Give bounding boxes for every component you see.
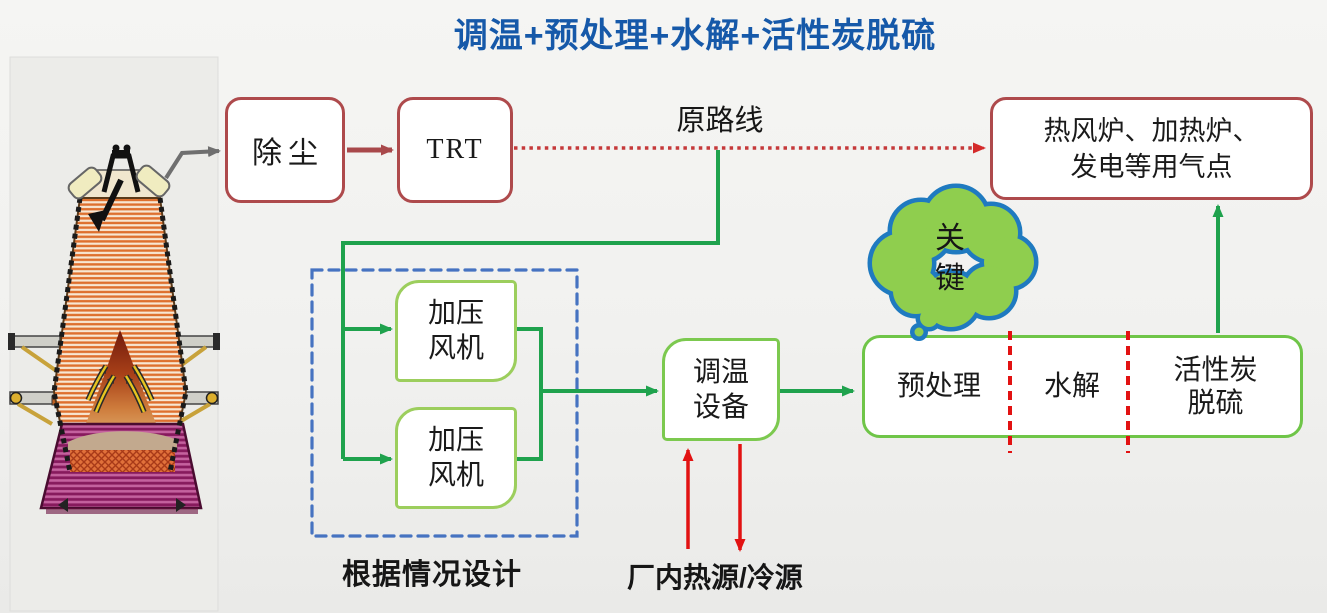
- treatment-process-box: 预处理 水解 活性炭 脱硫: [862, 335, 1303, 438]
- original-route-label: 原路线: [676, 105, 764, 137]
- pretreatment-section: 预处理: [896, 371, 981, 402]
- plant-heat-cold-source-label: 厂内热源/冷源: [627, 562, 803, 593]
- dust-removal-box: 除尘: [225, 97, 345, 203]
- pressurized-fan-box-1: 加压 风机: [395, 280, 517, 382]
- gas-users-box: 热风炉、加热炉、 发电等用气点: [990, 97, 1313, 200]
- activated-carbon-desulfurization-section: 活性炭 脱硫: [1173, 354, 1258, 419]
- trt-box: TRT: [397, 97, 513, 203]
- pressurized-fan-box-2: 加压 风机: [395, 407, 517, 509]
- furnace-gas-pipe-arrow: [164, 146, 221, 180]
- key-cloud-label: 关 键: [935, 222, 965, 295]
- blast-furnace-illustration: [8, 56, 221, 612]
- hydrolysis-section: 水解: [1043, 371, 1100, 402]
- page-title: 调温+预处理+水解+活性炭脱硫: [453, 17, 937, 55]
- charging-gear: [88, 144, 141, 232]
- design-note-label: 根据情况设计: [342, 559, 523, 591]
- temperature-adjust-equipment-box: 调温 设备: [662, 338, 780, 441]
